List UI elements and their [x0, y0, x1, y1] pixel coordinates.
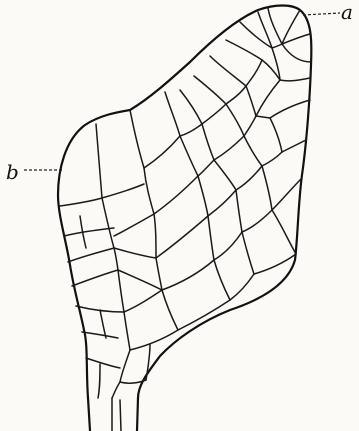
- lower-right-cells: [162, 216, 296, 330]
- label-a: a: [341, 2, 353, 22]
- stalk-left: [88, 398, 90, 431]
- label-a-leader: [303, 13, 340, 15]
- stalk-right: [137, 398, 138, 431]
- label-b: b: [6, 162, 19, 182]
- stalk-inner-2: [120, 400, 121, 431]
- tissue-outline: [58, 6, 311, 399]
- apical-cells: [226, 8, 311, 81]
